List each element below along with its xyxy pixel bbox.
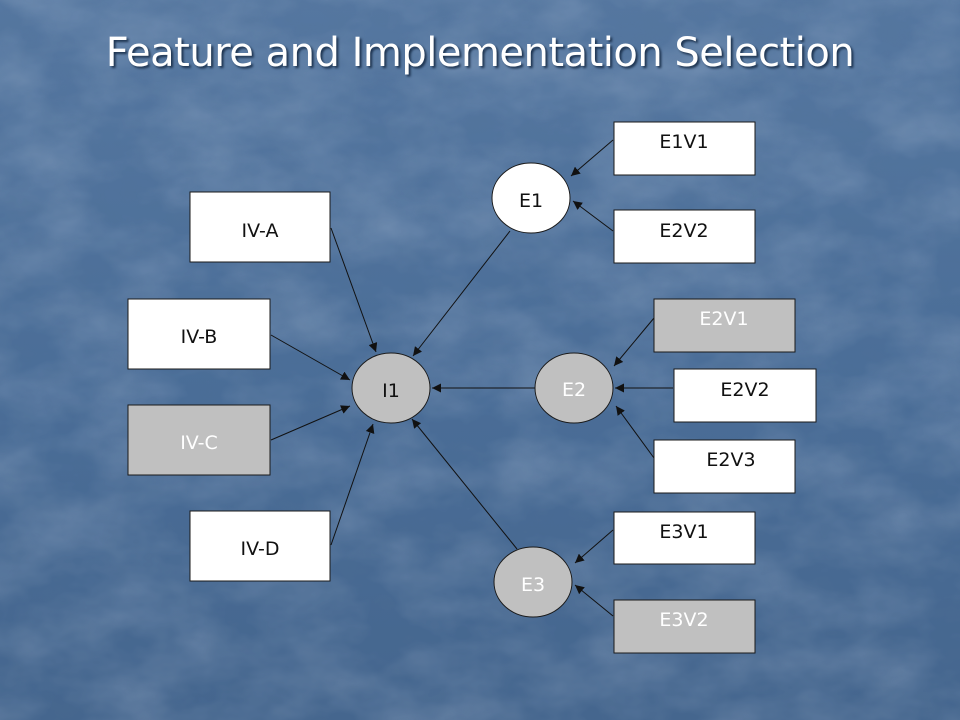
- node-e2v1-label: E2V1: [699, 308, 748, 330]
- node-iv-a: IV-A: [189, 191, 331, 263]
- node-i1: I1: [351, 352, 431, 424]
- node-e2v3: E2V3: [653, 439, 796, 494]
- node-e2: E2: [534, 352, 614, 424]
- node-e3v2: E3V2: [613, 599, 756, 654]
- edge-e3v1-to-e3: [574, 529, 614, 564]
- node-e1v2: E2V2: [613, 209, 756, 264]
- edge-e2v1-to-e2: [613, 317, 655, 367]
- node-iv-a-shape: [189, 191, 331, 263]
- node-iv-c-label: IV-C: [180, 432, 218, 454]
- node-e1v2-label: E2V2: [659, 220, 708, 242]
- edge-e1v1-to-e1: [570, 139, 614, 177]
- edge-iv-d-to-i1: [330, 423, 375, 546]
- node-i1-label: I1: [382, 380, 400, 402]
- node-e2v1-shape: [653, 298, 796, 353]
- node-e2v1: E2V1: [653, 298, 796, 353]
- edge-e1-to-i1: [412, 230, 511, 357]
- node-iv-d: IV-D: [189, 510, 331, 582]
- node-iv-b: IV-B: [127, 298, 271, 370]
- node-e3-shape: [493, 546, 573, 618]
- node-e3v1-label: E3V1: [659, 521, 708, 543]
- edge-iv-b-to-i1: [270, 334, 351, 381]
- node-e1v1: E1V1: [613, 121, 756, 176]
- edge-e2v3-to-e2: [615, 405, 655, 459]
- node-e2-shape: [534, 352, 614, 424]
- node-e2v3-label: E2V3: [706, 449, 755, 471]
- node-e1-shape: [491, 162, 571, 234]
- node-iv-d-label: IV-D: [241, 538, 280, 560]
- node-iv-d-shape: [189, 510, 331, 582]
- node-e2v2-label: E2V2: [720, 379, 769, 401]
- node-e2v2-shape: [673, 368, 817, 423]
- node-e3-label: E3: [521, 574, 545, 596]
- node-e1v2-shape: [613, 209, 756, 264]
- edge-e3v2-to-e3: [574, 584, 614, 617]
- node-e3v1-shape: [613, 511, 756, 565]
- slide-title: Feature and Implementation Selection: [105, 30, 855, 76]
- node-iv-c-shape: [127, 404, 271, 476]
- node-e2v3-shape: [653, 439, 796, 494]
- node-e2-label: E2: [562, 379, 586, 401]
- edges-layer: [270, 139, 673, 617]
- node-e3: E3: [493, 546, 573, 618]
- node-e1v1-shape: [613, 121, 756, 176]
- edge-iv-c-to-i1: [270, 405, 351, 441]
- edge-e3-to-i1: [411, 418, 518, 550]
- nodes-layer: IV-AIV-BIV-CIV-DI1E1E2E3E1V1E2V2E2V1E2V2…: [127, 121, 817, 654]
- node-iv-a-label: IV-A: [242, 220, 279, 242]
- edge-iv-a-to-i1: [330, 227, 378, 353]
- node-iv-c: IV-C: [127, 404, 271, 476]
- node-iv-b-shape: [127, 298, 271, 370]
- node-e3v2-shape: [613, 599, 756, 654]
- node-e2v2: E2V2: [673, 368, 817, 423]
- node-e1v1-label: E1V1: [659, 131, 708, 153]
- node-i1-shape: [351, 352, 431, 424]
- node-e3v2-label: E3V2: [659, 609, 708, 631]
- node-e1-label: E1: [519, 190, 543, 212]
- node-e1: E1: [491, 162, 571, 234]
- edge-e1v2-to-e1: [572, 200, 614, 232]
- node-iv-b-label: IV-B: [181, 326, 218, 348]
- node-e3v1: E3V1: [613, 511, 756, 565]
